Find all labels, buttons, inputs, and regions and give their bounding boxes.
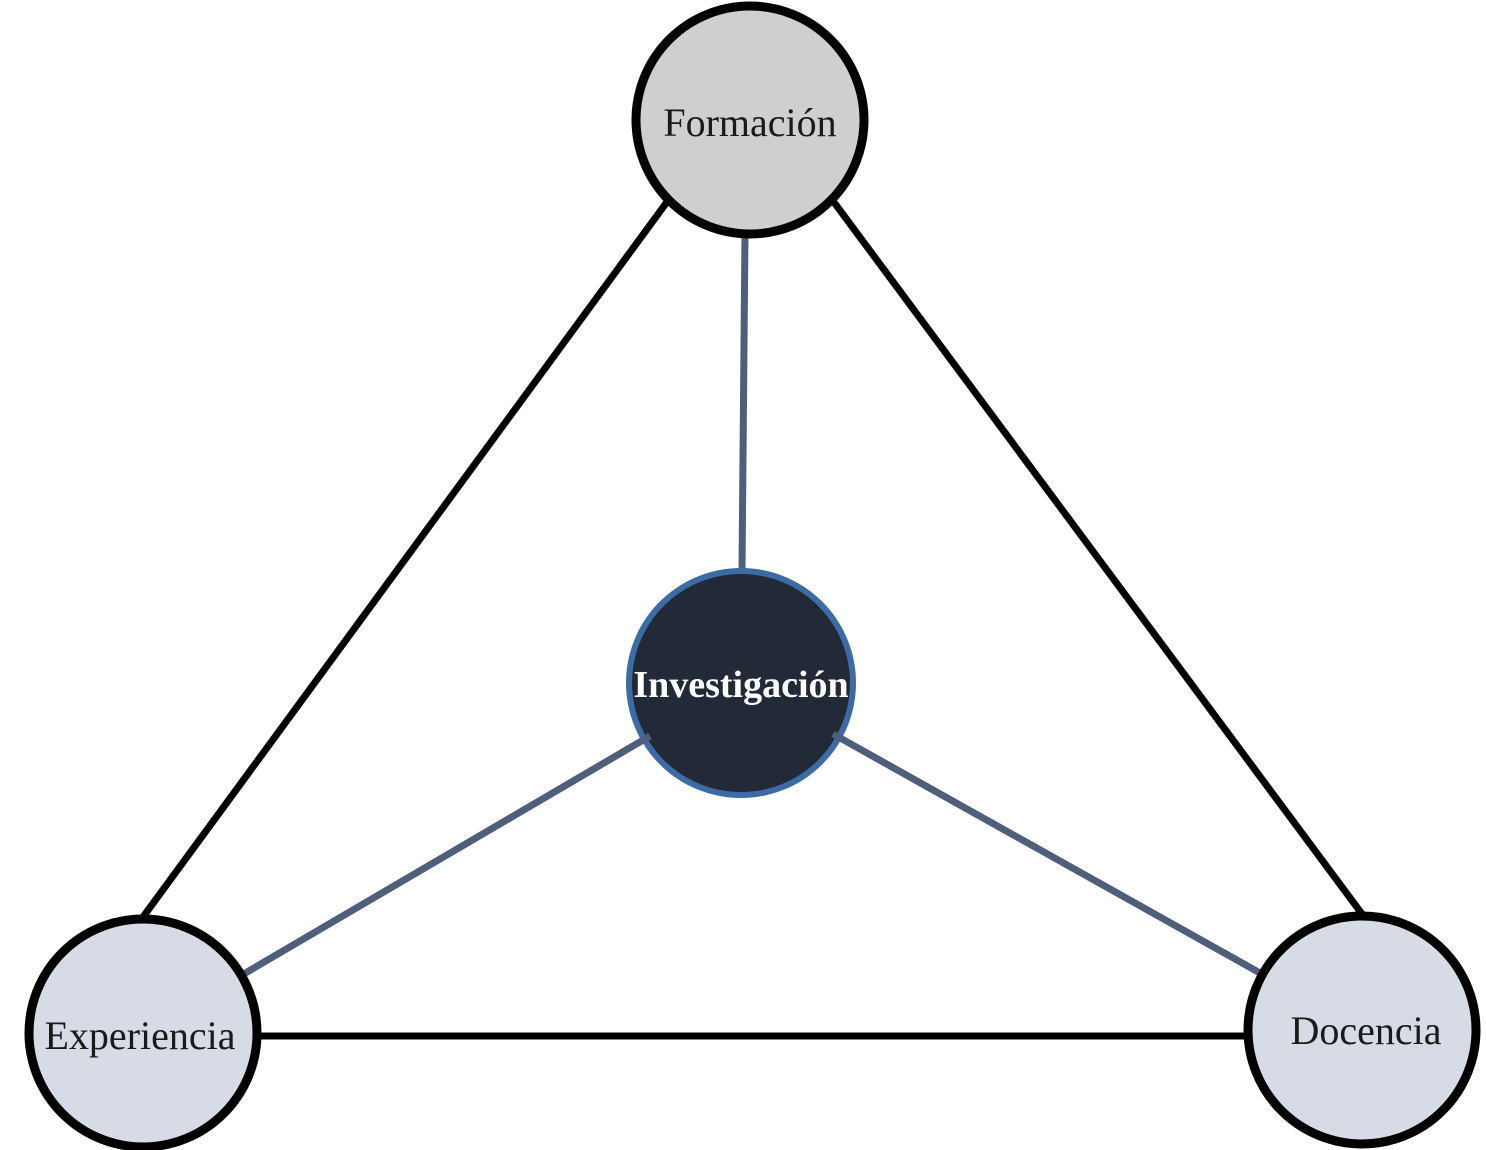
edge-formacion-experiencia — [140, 117, 730, 920]
node-formacion-circle — [631, 1, 869, 239]
node-investigacion-label: Investigación — [633, 664, 848, 706]
node-docencia-label: Docencia — [1290, 1008, 1441, 1053]
node-investigacion-circle — [626, 568, 856, 798]
edge-formacion-docencia — [770, 117, 1365, 917]
node-experiencia-circle — [24, 914, 262, 1150]
node-docencia-circle — [1243, 911, 1481, 1149]
node-experiencia-label: Experiencia — [45, 1013, 236, 1058]
node-formacion-label: Formación — [663, 100, 836, 145]
